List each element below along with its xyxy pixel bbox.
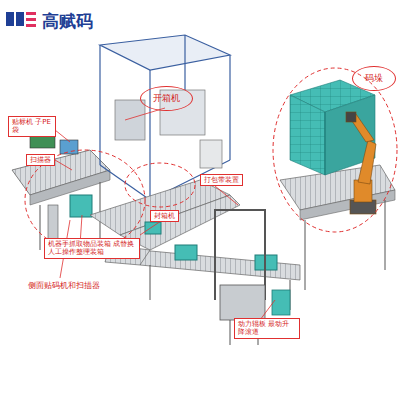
callout-text: 侧面贴码机和扫描器 — [26, 280, 102, 292]
title: 高赋码 — [42, 10, 93, 33]
callout-box: 扫描器 — [26, 154, 55, 166]
callout-text: 机器手抓取物品装箱 成替换人工操作整理装箱 — [48, 240, 136, 257]
pallet-conveyor — [280, 165, 395, 290]
callout-oval: 开箱机 — [140, 86, 193, 111]
pallet-stack — [290, 80, 375, 175]
callout-box: 机器手抓取物品装箱 成替换人工操作整理装箱 — [44, 238, 140, 259]
callout-text: 打包带装置 — [204, 176, 239, 184]
callout-text: 开箱机 — [153, 93, 180, 104]
callout-text: 侧面贴码机和扫描器 — [28, 281, 100, 291]
callout-text: 动力辊板 最动升降滚道 — [238, 320, 296, 337]
callout-text: 码垛 — [365, 73, 383, 84]
callout-box: 封箱机 — [150, 210, 179, 222]
callout-box: 打包带装置 — [200, 174, 243, 186]
region-ellipse — [25, 68, 397, 250]
callout-text: 贴标机 子PE袋 — [12, 118, 52, 135]
callout-box: 贴标机 子PE袋 — [8, 116, 56, 137]
callout-text: 封箱机 — [154, 212, 175, 220]
palletizing-robot — [346, 112, 376, 214]
callout-text: 扫描器 — [30, 156, 51, 164]
logo — [6, 12, 36, 27]
callout-box: 动力辊板 最动升降滚道 — [234, 318, 300, 339]
callout-oval: 码垛 — [352, 66, 396, 91]
